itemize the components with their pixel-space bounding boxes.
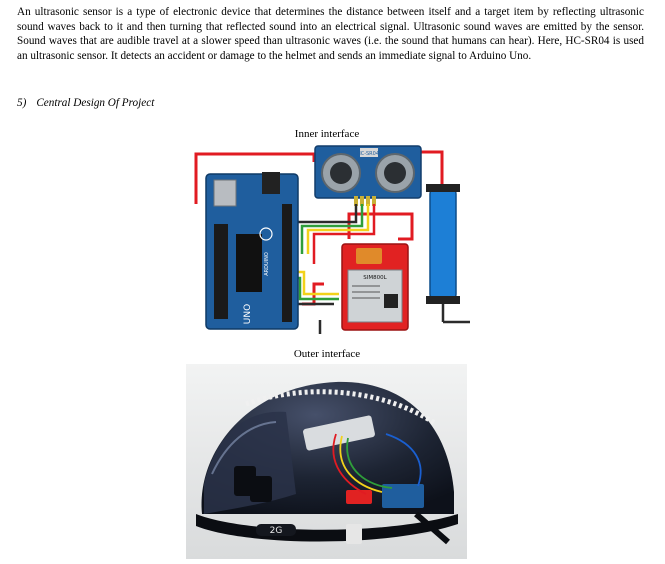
body-paragraph: An ultrasonic sensor is a type of electr… bbox=[17, 6, 644, 62]
helmet-photo: 2G bbox=[186, 364, 467, 559]
gsm-module: SIM800L bbox=[341, 243, 409, 331]
board-label: UNO bbox=[243, 304, 253, 324]
mounted-electronics bbox=[332, 433, 424, 508]
helmet-badge: 2G bbox=[270, 526, 283, 536]
inner-interface-figure: HC-SR04 UNO ARDUINO bbox=[184, 144, 470, 334]
section-title: Central Design Of Project bbox=[36, 97, 155, 109]
circuit-diagram: HC-SR04 UNO ARDUINO bbox=[194, 145, 470, 334]
ultrasonic-sensor: HC-SR04 bbox=[314, 145, 422, 206]
section-number: 5) bbox=[17, 97, 27, 109]
sensor-label: HC-SR04 bbox=[357, 151, 379, 157]
gsm-label: SIM800L bbox=[363, 275, 387, 281]
figure-caption-outer: Outer interface bbox=[293, 348, 361, 360]
arduino-board: UNO ARDUINO bbox=[205, 172, 299, 330]
battery bbox=[426, 184, 470, 324]
outer-interface-figure: 2G bbox=[186, 364, 467, 559]
figure-caption-inner: Inner interface bbox=[294, 128, 360, 140]
board-brand: ARDUINO bbox=[264, 252, 270, 276]
helmet-visor bbox=[204, 411, 296, 514]
section-heading: 5) Central Design Of Project bbox=[17, 97, 154, 109]
